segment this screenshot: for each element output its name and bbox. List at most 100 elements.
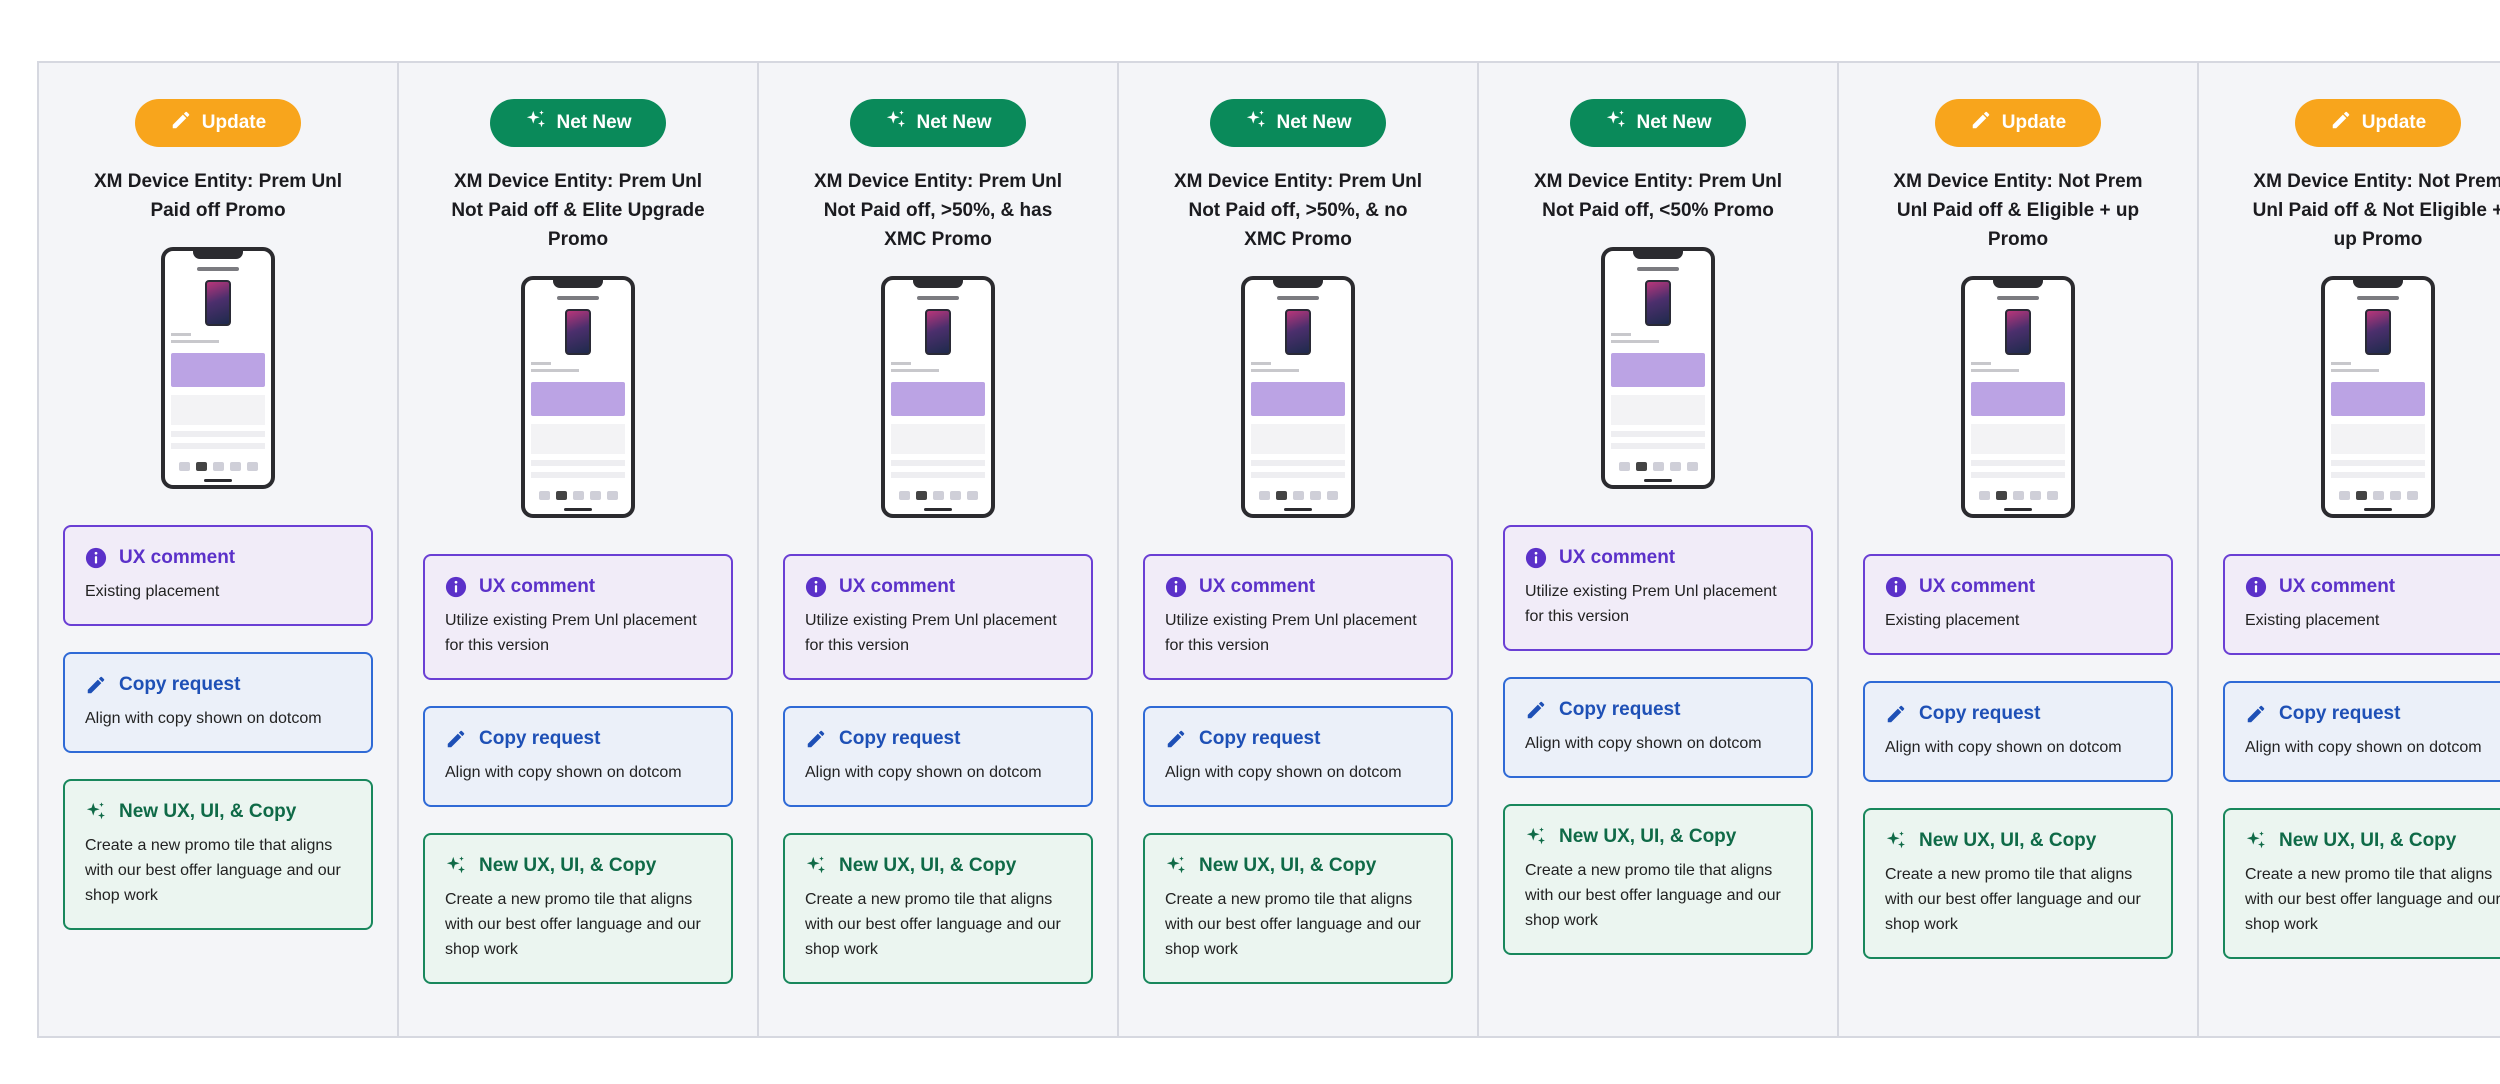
- home-indicator: [2004, 508, 2032, 511]
- content-placeholder: [171, 443, 265, 449]
- tab-dot: [212, 462, 224, 471]
- tab-dot: [606, 491, 618, 500]
- sparkle-icon: [1886, 831, 1905, 849]
- column-title: XM Device Entity: Prem Unl Not Paid off,…: [1173, 171, 1423, 250]
- content-placeholder: [2331, 472, 2425, 478]
- content-placeholder: [1611, 431, 1705, 437]
- new-ux-card[interactable]: New UX, UI, & Copy Create a new promo ti…: [1143, 833, 1453, 984]
- device-image: [1645, 280, 1671, 326]
- new-ux-card[interactable]: New UX, UI, & Copy Create a new promo ti…: [423, 833, 733, 984]
- copy-request-card[interactable]: Copy request Align with copy shown on do…: [2223, 681, 2500, 782]
- ux-comment-card[interactable]: UX comment Utilize existing Prem Unl pla…: [1143, 554, 1453, 680]
- phone-mockup[interactable]: [521, 276, 635, 524]
- status-badge-label: Net New: [1276, 112, 1352, 133]
- promo-tile-placeholder: [2331, 382, 2425, 416]
- net-new-badge[interactable]: Net New: [490, 99, 666, 147]
- content-placeholder: [1251, 472, 1345, 478]
- tab-dot: [2372, 491, 2384, 500]
- copy-request-card[interactable]: Copy request Align with copy shown on do…: [783, 706, 1093, 807]
- copy-request-card[interactable]: Copy request Align with copy shown on do…: [1863, 681, 2173, 782]
- new-ux-card[interactable]: New UX, UI, & Copy Create a new promo ti…: [1863, 808, 2173, 959]
- tab-dot: [572, 491, 584, 500]
- ux-comment-label: UX comment: [1199, 576, 1316, 597]
- phone-mockup[interactable]: [881, 276, 995, 524]
- text-placeholder: [2331, 369, 2379, 372]
- phone-frame: [881, 276, 995, 518]
- phone-mockup[interactable]: [161, 247, 275, 495]
- column-title: XM Device Entity: Prem Unl Not Paid off …: [451, 171, 705, 250]
- phone-mockup[interactable]: [1961, 276, 2075, 524]
- phone-mockup[interactable]: [1601, 247, 1715, 495]
- new-ux-card[interactable]: New UX, UI, & Copy Create a new promo ti…: [1503, 804, 1813, 955]
- text-placeholder: [1971, 369, 2019, 372]
- copy-request-label: Copy request: [2279, 703, 2401, 724]
- ux-comment-card[interactable]: UX comment Existing placement: [63, 525, 373, 626]
- sparkle-icon: [1166, 856, 1185, 874]
- tab-dot: [246, 462, 258, 471]
- ux-comment-card[interactable]: UX comment Utilize existing Prem Unl pla…: [423, 554, 733, 680]
- update-badge[interactable]: Update: [1935, 99, 2101, 147]
- update-badge[interactable]: Update: [2295, 99, 2461, 147]
- content-placeholder: [891, 460, 985, 466]
- ux-comment-text: Utilize existing Prem Unl placement for …: [1525, 583, 1777, 625]
- comment-cards: UX comment Utilize existing Prem Unl pla…: [1503, 525, 1813, 955]
- copy-request-card[interactable]: Copy request Align with copy shown on do…: [1503, 677, 1813, 778]
- ux-comment-card[interactable]: UX comment Existing placement: [2223, 554, 2500, 655]
- new-ux-card[interactable]: New UX, UI, & Copy Create a new promo ti…: [783, 833, 1093, 984]
- tab-dot: [898, 491, 910, 500]
- home-indicator: [204, 479, 232, 482]
- net-new-badge[interactable]: Net New: [1570, 99, 1746, 147]
- content-placeholder: [1251, 460, 1345, 466]
- promo-tile-placeholder: [1971, 382, 2065, 416]
- ux-comment-card[interactable]: UX comment Utilize existing Prem Unl pla…: [1503, 525, 1813, 651]
- ux-comment-text: Existing placement: [85, 583, 220, 600]
- pencil-icon: [170, 109, 192, 137]
- sparkle-icon: [86, 802, 105, 820]
- promo-column-2: Net New XM Device Entity: Prem Unl Not P…: [399, 63, 759, 1036]
- new-ux-card[interactable]: New UX, UI, & Copy Create a new promo ti…: [63, 779, 373, 930]
- tab-dot: [1292, 491, 1304, 500]
- new-ux-text: Create a new promo tile that aligns with…: [85, 837, 341, 904]
- tab-dot: [1258, 491, 1270, 500]
- net-new-badge[interactable]: Net New: [1210, 99, 1386, 147]
- ux-comment-card[interactable]: UX comment Utilize existing Prem Unl pla…: [783, 554, 1093, 680]
- text-placeholder: [891, 362, 911, 365]
- comment-cards: UX comment Existing placement Copy reque…: [2223, 554, 2500, 959]
- tab-dot: [589, 491, 601, 500]
- phone-mockup[interactable]: [1241, 276, 1355, 524]
- new-ux-label: New UX, UI, & Copy: [1559, 826, 1737, 847]
- sparkle-icon: [1526, 827, 1545, 845]
- tab-bar: [2325, 491, 2431, 500]
- text-placeholder: [2331, 362, 2351, 365]
- content-placeholder: [171, 395, 265, 425]
- tab-dot-active: [2355, 491, 2367, 500]
- ux-comment-text: Existing placement: [2245, 612, 2380, 629]
- phone-frame: [1241, 276, 1355, 518]
- copy-request-card[interactable]: Copy request Align with copy shown on do…: [423, 706, 733, 807]
- tab-dot: [2046, 491, 2058, 500]
- promo-column-1: Update XM Device Entity: Prem Unl Paid o…: [39, 63, 399, 1036]
- copy-request-text: Align with copy shown on dotcom: [1525, 735, 1762, 752]
- tab-dot: [1309, 491, 1321, 500]
- content-placeholder: [891, 472, 985, 478]
- pencil-icon: [807, 730, 825, 748]
- status-badge-label: Net New: [916, 112, 992, 133]
- phone-mockup[interactable]: [2321, 276, 2435, 524]
- info-icon: [1525, 547, 1547, 569]
- tab-dot: [1686, 462, 1698, 471]
- update-badge[interactable]: Update: [135, 99, 301, 147]
- copy-request-text: Align with copy shown on dotcom: [1165, 764, 1402, 781]
- copy-request-label: Copy request: [1559, 699, 1681, 720]
- new-ux-text: Create a new promo tile that aligns with…: [1885, 866, 2141, 933]
- net-new-badge[interactable]: Net New: [850, 99, 1026, 147]
- promo-tile-placeholder: [531, 382, 625, 416]
- promo-column-6: Update XM Device Entity: Not Prem Unl Pa…: [1839, 63, 2199, 1036]
- copy-request-card[interactable]: Copy request Align with copy shown on do…: [63, 652, 373, 753]
- phone-speaker: [1277, 296, 1319, 300]
- new-ux-card[interactable]: New UX, UI, & Copy Create a new promo ti…: [2223, 808, 2500, 959]
- new-ux-label: New UX, UI, & Copy: [479, 855, 657, 876]
- copy-request-card[interactable]: Copy request Align with copy shown on do…: [1143, 706, 1453, 807]
- phone-speaker: [2357, 296, 2399, 300]
- tab-dot: [949, 491, 961, 500]
- ux-comment-card[interactable]: UX comment Existing placement: [1863, 554, 2173, 655]
